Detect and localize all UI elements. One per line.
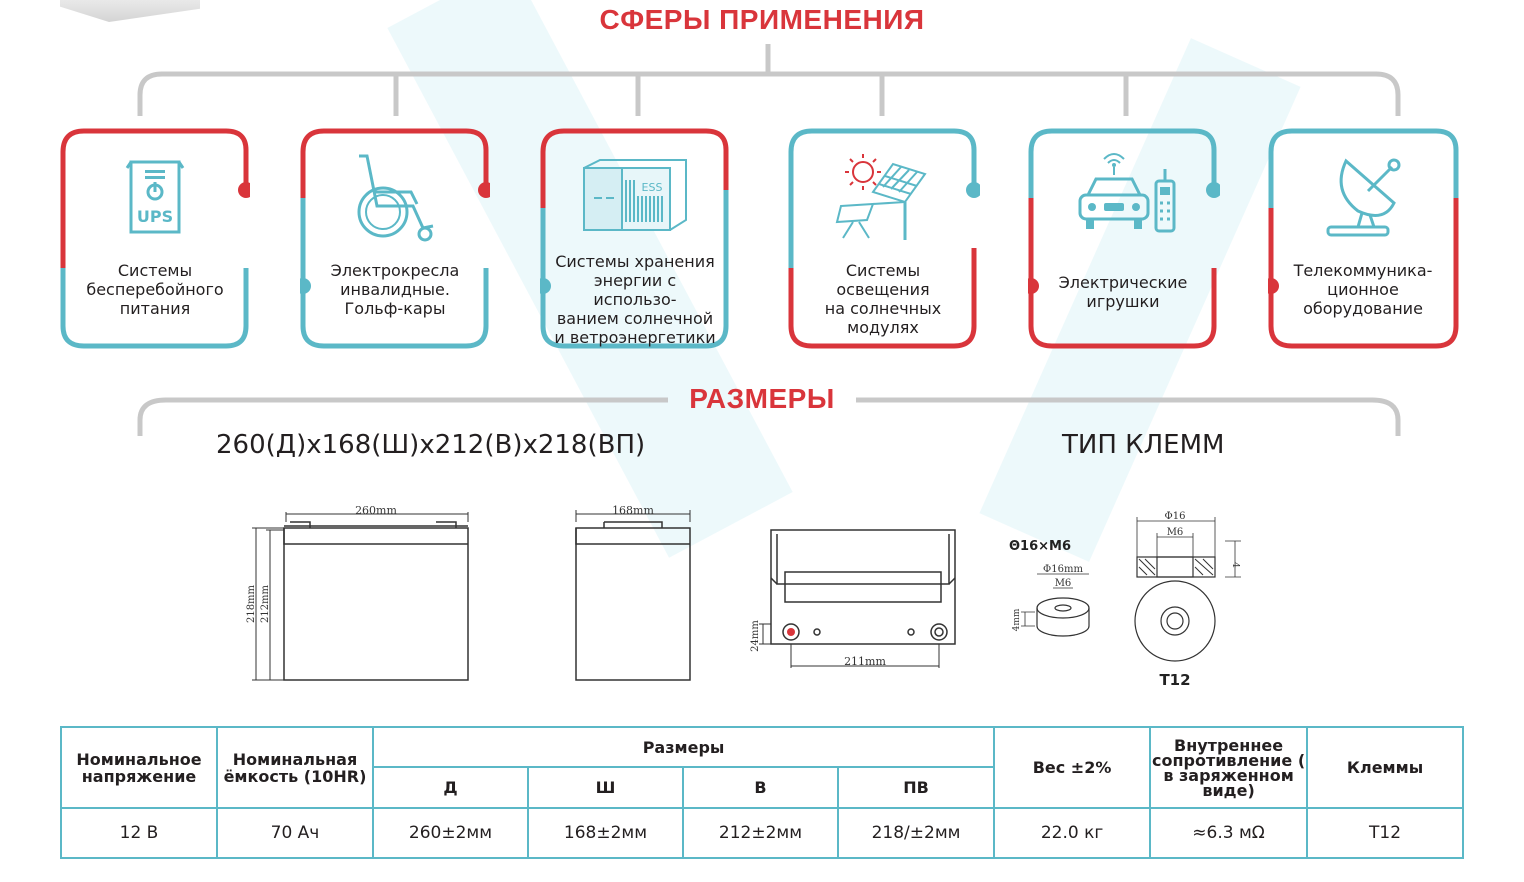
card-label: Электрические игрушки	[1058, 273, 1188, 311]
svg-text:Θ16×M6: Θ16×M6	[1009, 539, 1071, 554]
header-voltage: Номинальное напряжение	[60, 726, 218, 809]
dimensions-title: РАЗМЕРЫ	[689, 383, 835, 414]
card-label: Телекоммуника- ционное оборудование	[1293, 261, 1433, 318]
svg-text:212mm: 212mm	[260, 584, 271, 623]
card-label: Системы освещения на солнечных модулях	[824, 261, 942, 337]
svg-text:T12: T12	[1159, 671, 1190, 689]
card-frame	[540, 128, 729, 349]
card-frame	[60, 128, 250, 349]
terminal-small-drawing: Θ16×M6 Φ16mm M6 4mm	[1005, 530, 1105, 655]
card-label: Электрокресла инвалидные. Гольф-кары	[330, 261, 460, 318]
svg-text:4mm: 4mm	[1012, 608, 1022, 631]
svg-text:M6: M6	[1167, 527, 1184, 538]
cell-voltage: 12 В	[60, 807, 218, 859]
card-frame	[1268, 128, 1459, 349]
card-label: Системы бесперебойного питания	[86, 261, 224, 318]
svg-text:4: 4	[1230, 562, 1240, 568]
svg-text:168mm: 168mm	[612, 504, 654, 517]
header-weight: Вес ±2%	[993, 726, 1152, 809]
cell-weight: 22.0 кг	[993, 807, 1152, 859]
header-capacity: Номинальная ёмкость (10HR)	[216, 726, 374, 809]
cell-dim-length: 260±2мм	[372, 807, 529, 859]
side-view-drawing: 168mm	[570, 500, 700, 695]
terminal-type-title: ТИП КЛЕММ	[1062, 430, 1225, 460]
application-card-toys: Электрические игрушки	[1028, 128, 1220, 349]
header-dim-width: Ш	[527, 766, 684, 809]
header-dim-length: Д	[372, 766, 529, 809]
cell-dim-width: 168±2мм	[527, 807, 684, 859]
svg-text:260mm: 260mm	[355, 504, 397, 517]
svg-text:211mm: 211mm	[844, 655, 886, 668]
svg-text:218mm: 218mm	[246, 584, 257, 623]
svg-text:M6: M6	[1055, 578, 1072, 589]
application-card-wheelchair: Электрокресла инвалидные. Гольф-кары	[300, 128, 490, 349]
spec-table: Номинальное напряжение Номинальная ёмкос…	[60, 726, 1465, 859]
header-dim-height: В	[682, 766, 839, 809]
cell-capacity: 70 Ач	[216, 807, 374, 859]
wheelchair-icon	[300, 146, 490, 246]
application-card-solar: Системы освещения на солнечных модулях	[788, 128, 980, 349]
applications-title: СФЕРЫ ПРИМЕНЕНИЯ	[599, 4, 925, 35]
card-frame	[300, 128, 490, 349]
cell-resistance: ≈6.3 мΩ	[1149, 807, 1309, 859]
applications-connector	[137, 44, 1401, 116]
header-dim-total-height: ПВ	[836, 766, 996, 809]
satellite-dish-icon	[1268, 146, 1458, 246]
dimensions-bracket	[137, 397, 1401, 436]
table-row: 12 В 70 Ач 260±2мм 168±2мм 212±2мм 218/±…	[60, 807, 1465, 859]
cell-dim-height: 212±2мм	[682, 807, 839, 859]
application-card-telecom: Телекоммуника- ционное оборудование	[1268, 128, 1459, 349]
top-view-drawing: 211mm 24mm	[745, 520, 970, 680]
card-frame	[1028, 128, 1220, 349]
svg-text:UPS: UPS	[137, 207, 173, 226]
svg-text:ESS: ESS	[642, 181, 663, 194]
cell-dim-total-height: 218/±2мм	[836, 807, 996, 859]
size-text: 260(Д)x168(Ш)x212(В)x218(ВП)	[216, 430, 646, 460]
application-card-ess: ESS Системы хранения энергии с использо-…	[540, 128, 730, 349]
ups-icon: UPS	[60, 146, 250, 246]
header-terminals: Клеммы	[1306, 726, 1465, 809]
header-dimensions: Размеры	[371, 726, 996, 768]
solar-panel-icon	[788, 146, 978, 246]
terminal-t12-drawing: Φ16 M6 4 T12	[1125, 505, 1255, 695]
header-resistance: Внутреннее сопротивление ( в заряженном …	[1149, 726, 1309, 809]
ess-container-icon: ESS	[540, 146, 730, 246]
application-card-ups: UPS Системы бесперебойного питания	[60, 128, 250, 349]
card-label: Системы хранения энергии с использо- ван…	[554, 252, 716, 347]
svg-text:Φ16: Φ16	[1165, 511, 1186, 522]
cell-terminals: T12	[1306, 807, 1465, 859]
card-frame	[788, 128, 980, 349]
svg-text:Φ16mm: Φ16mm	[1043, 564, 1083, 575]
svg-text:24mm: 24mm	[750, 620, 761, 652]
toy-car-remote-icon	[1028, 146, 1218, 246]
front-view-drawing: 260mm 218mm 212mm	[240, 500, 480, 695]
